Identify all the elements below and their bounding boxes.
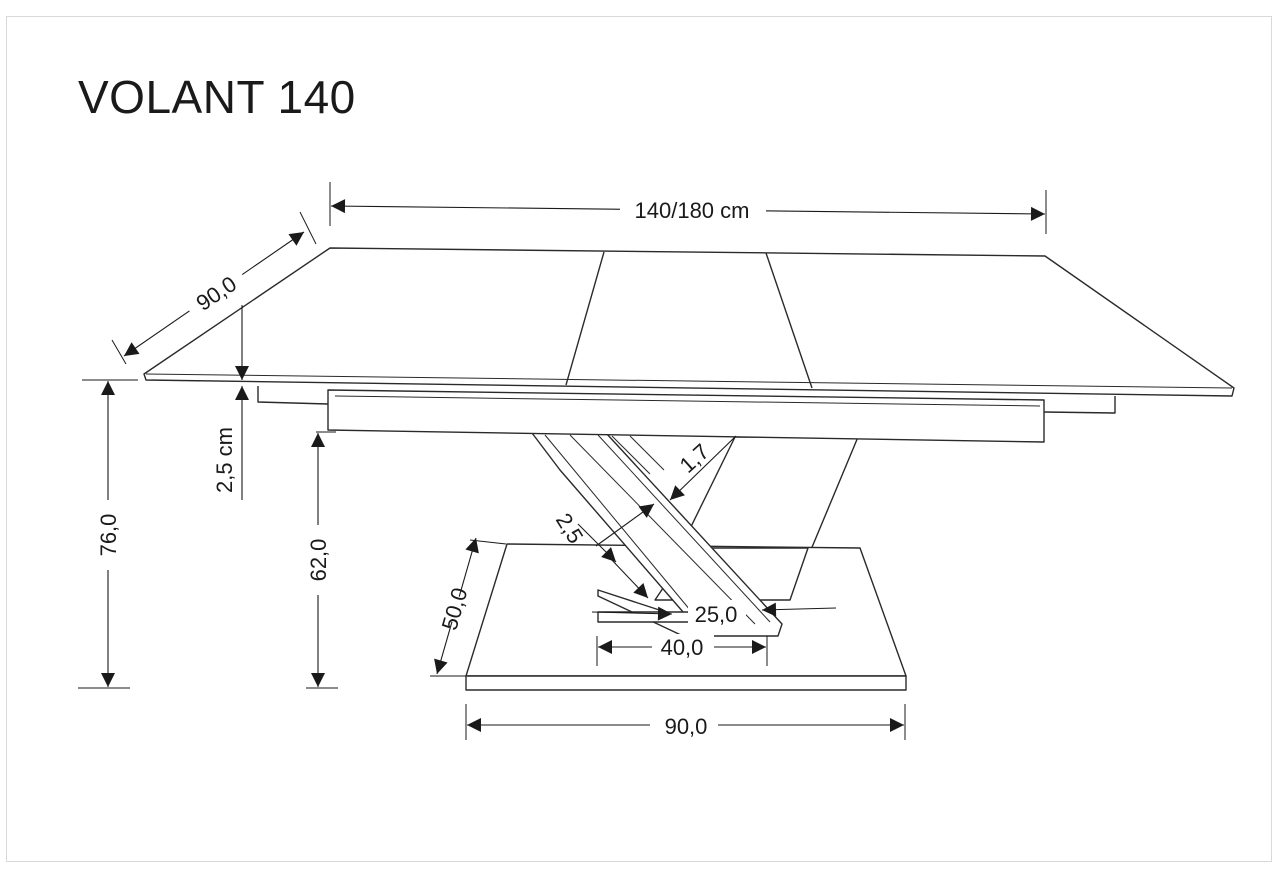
sheet-border [6,16,1272,862]
depth-extension-a [299,211,317,245]
side-rail-right [1043,396,1116,414]
tabletop [143,247,1235,397]
gap-b-arrow-2 [595,503,655,547]
gap-a-arrow-2 [609,557,649,599]
tabletop-front-edge [145,373,1233,389]
base-width-label: 90,0 [665,714,708,739]
leaf-line-right [765,252,813,389]
base-plate-edge [465,675,907,691]
leg-groove-2 [569,434,756,625]
spread-label: 40,0 [661,635,704,660]
leg-width-arrow-left [591,606,673,621]
leaf-line-left [565,251,605,386]
dimension-annotations: 140/180 cm 90,0 2,5 cm 76,0 62,0 [78,182,1047,740]
gap-a-label: 2,5 [551,509,588,548]
gap-b-arrow-1 [669,435,737,501]
leg-groove-5 [629,435,665,471]
length-label: 140/180 cm [635,198,750,223]
height-label: 76,0 [96,514,121,557]
leg-width-arrow-right [761,602,837,617]
leg-groove-1 [544,434,701,623]
side-rail [257,386,329,405]
leg-groove-4 [611,435,651,475]
depth-extension-b [111,339,127,365]
gap-b-label: 1,7 [675,439,714,478]
gap-a-arrow-1 [577,523,617,563]
table-apron [327,389,1045,443]
thickness-label: 2,5 cm [212,427,237,493]
product-title: VOLANT 140 [78,71,356,123]
apron-inner [334,395,1041,407]
leg-width-label: 25,0 [695,602,738,627]
frame-label: 62,0 [306,539,331,582]
leg-groove-3 [597,434,771,623]
